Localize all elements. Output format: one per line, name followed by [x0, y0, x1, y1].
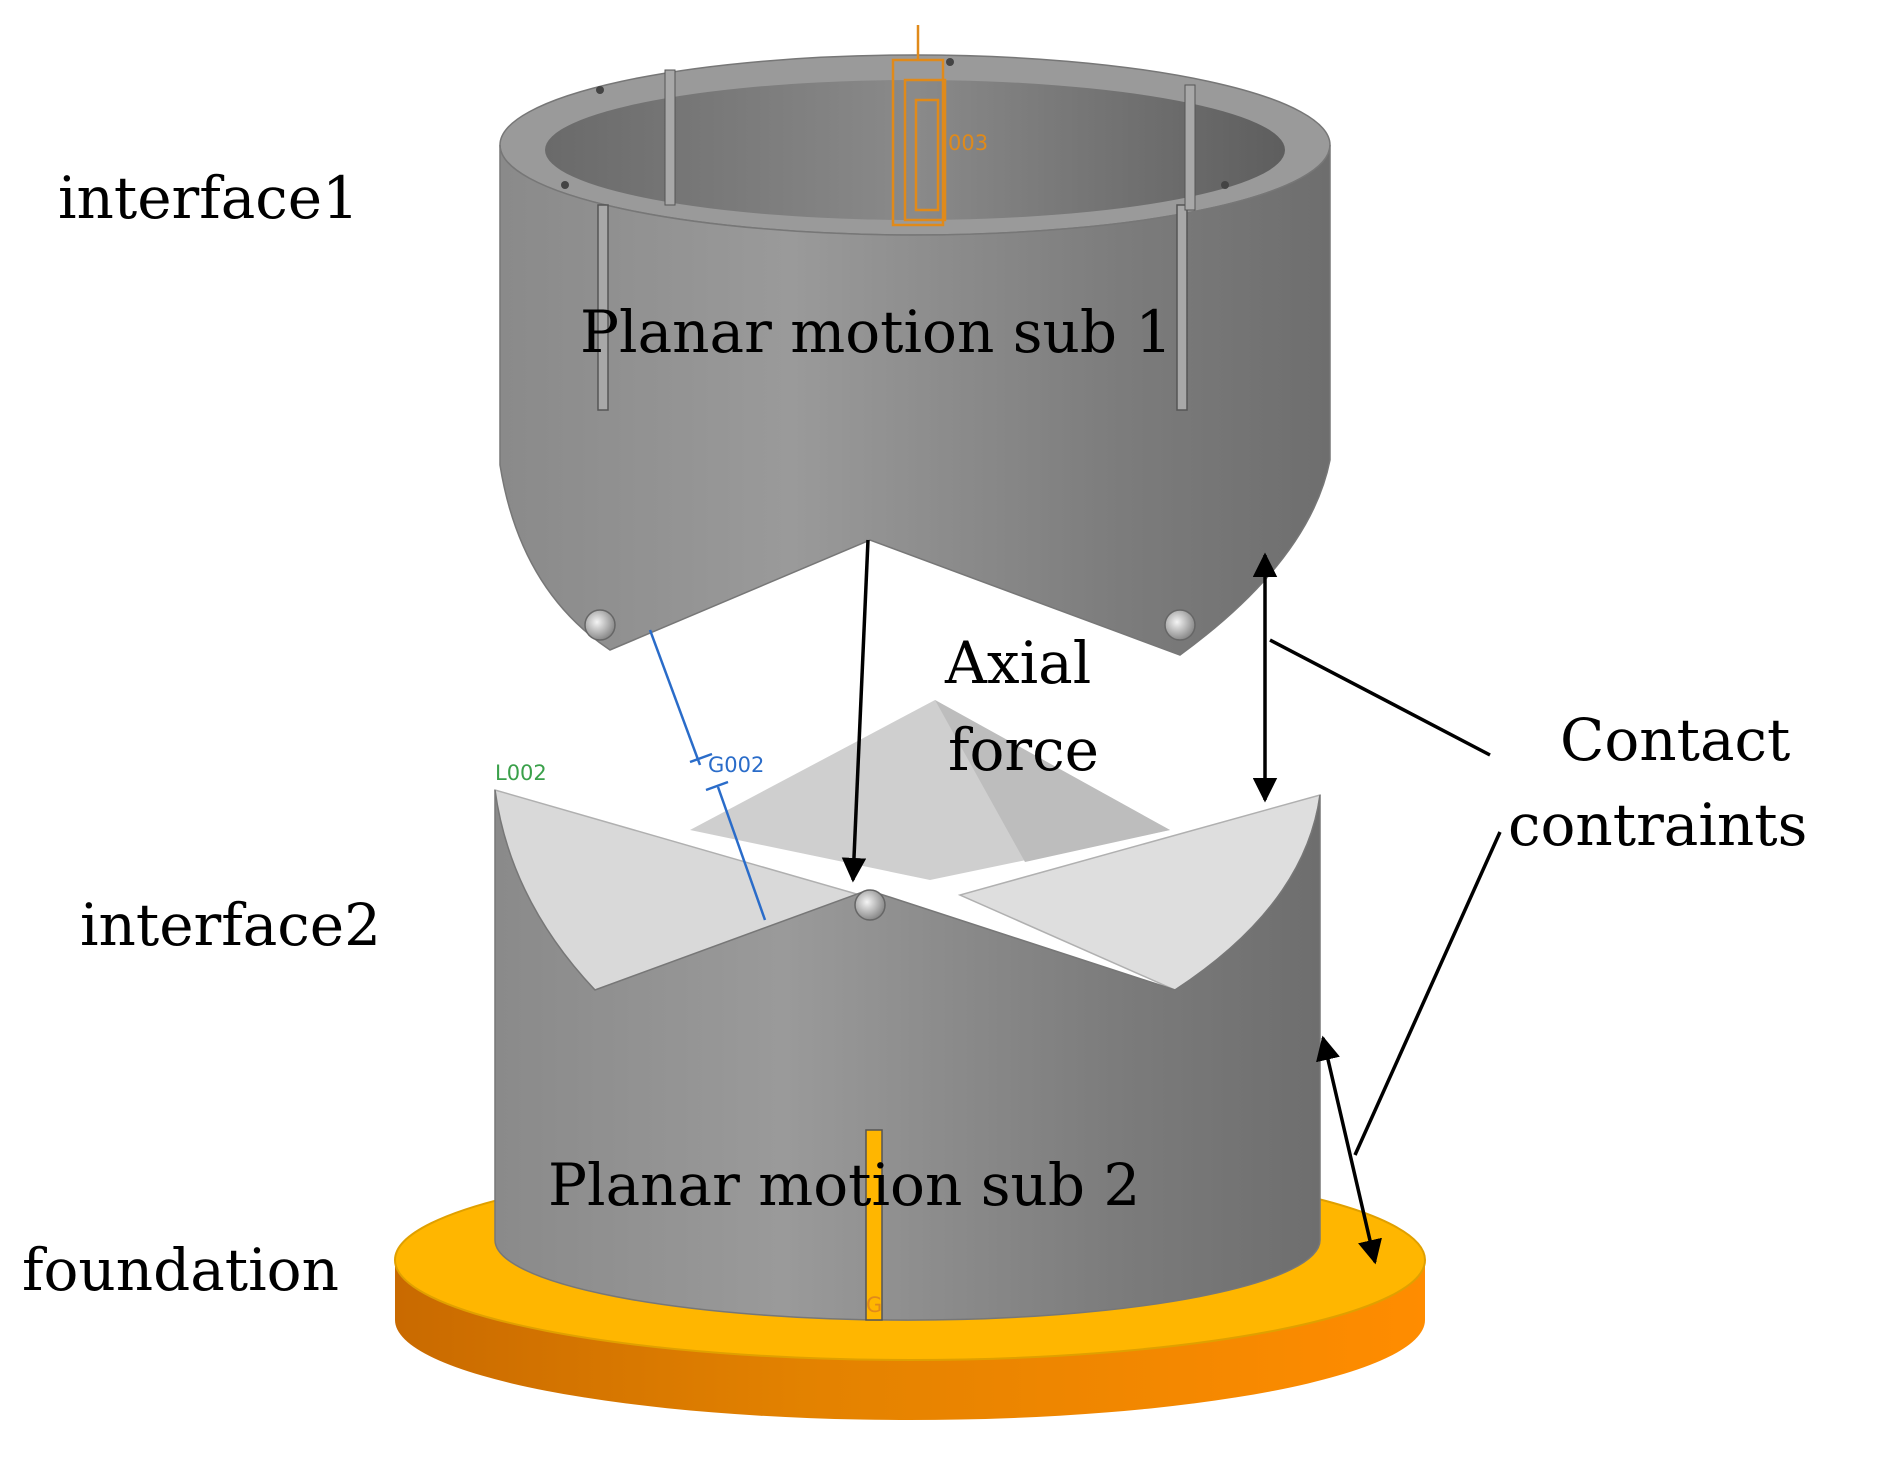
contact-leader-lower: [1353, 831, 1502, 1156]
cad-tag-l002: L002: [495, 761, 547, 785]
cad-tag-g002: G002: [708, 753, 764, 777]
cad-tag-top: 003: [948, 131, 988, 155]
lower-cylinder-front: [494, 789, 1321, 1321]
lower-slot: [865, 1129, 883, 1321]
label-axial-2: force: [948, 716, 1099, 784]
rim-bolt-hole: [561, 181, 569, 189]
label-interface1: interface1: [58, 164, 359, 232]
label-contact-2: contraints: [1508, 791, 1807, 859]
rim-bolt-hole: [1221, 181, 1229, 189]
axial-force-arrow: [841, 539, 870, 883]
label-sub2: Planar motion sub 2: [548, 1151, 1140, 1219]
rim-bolt-hole: [946, 58, 954, 66]
upper-cylinder-front: [499, 144, 1331, 656]
upper-pin-hole-right: [1164, 609, 1196, 641]
label-foundation: foundation: [22, 1236, 339, 1304]
contact-leader-upper: [1269, 638, 1491, 757]
contact-arrow-lower: [1316, 1035, 1382, 1265]
upper-slot-left: [597, 204, 609, 411]
inner-tent-face-right: [935, 700, 1170, 862]
upper-pin-hole-left: [584, 609, 616, 641]
upper-slot-right: [1176, 204, 1188, 411]
cad-link-blue: [648, 629, 767, 921]
lower-cylinder: [494, 700, 1321, 1321]
label-contact-1: Contact: [1560, 706, 1790, 774]
cad-marker-orange: [891, 25, 947, 227]
lower-pin-hole: [854, 889, 886, 921]
label-axial-1: Axial: [944, 629, 1091, 697]
label-sub1: Planar motion sub 1: [580, 298, 1172, 366]
upper-rim-slot-right: [1184, 84, 1196, 211]
cad-tag-slot: G: [866, 1293, 882, 1317]
arrows: [841, 539, 1502, 1265]
label-interface2: interface2: [80, 891, 381, 959]
upper-rim-slot-left: [664, 69, 676, 206]
upper-cylinder: [499, 25, 1331, 656]
rim-bolt-hole: [596, 86, 604, 94]
